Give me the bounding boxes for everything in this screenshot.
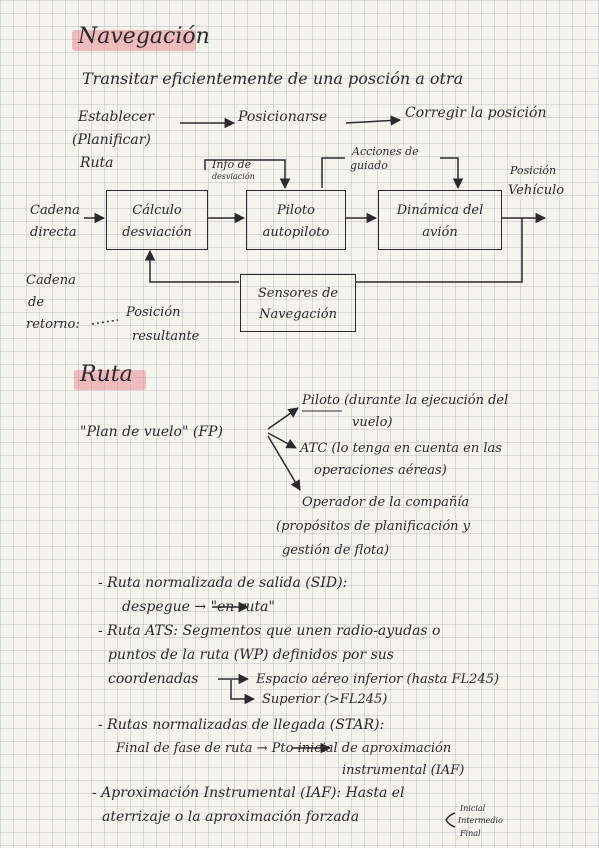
posicion-resultante-label-1: Posición [126,305,181,320]
cadena-retorno-label-3: retorno: [26,317,80,332]
box-calculo-line1: Cálculo [132,203,182,218]
iaf-line1: - Aproximación Instrumental (IAF): Hasta… [92,785,405,801]
flow-step1-line3: Ruta [80,155,114,171]
star-line1: - Rutas normalizadas de llegada (STAR): [98,717,385,733]
operador-line1: Operador de la compañía [302,495,470,510]
iaf-inicial: Inicial [460,804,486,813]
piloto-line2: vuelo) [352,415,393,430]
box-calculo-desviacion: Cálculo desviación [106,190,208,250]
ats-line1: - Ruta ATS: Segmentos que unen radio-ayu… [98,623,441,639]
cadena-retorno-label-1: Cadena [26,273,76,288]
info-desviacion-label-1: Info de [212,158,252,171]
star-line2: Final de fase de ruta → Pto inicial de a… [116,741,452,756]
box-sensores-line2: Navegación [259,307,337,322]
plan-de-vuelo: "Plan de vuelo" (FP) [80,424,223,440]
iaf-line2: aterrizaje o la aproximación forzada [102,809,360,825]
sid-line2: despegue → "en ruta" [122,599,275,615]
posicion-vehiculo-label-1: Posición [510,164,557,177]
posicion-vehiculo-label-2: Vehículo [508,183,565,198]
ats-line2: puntos de la ruta (WP) definidos por sus [108,647,394,663]
sid-line1: - Ruta normalizada de salida (SID): [98,575,348,591]
box-piloto-autopiloto: Piloto autopiloto [246,190,346,250]
flow-step1-line2: (Planificar) [72,132,151,148]
ruta-title: Ruta [80,362,133,387]
flow-step2: Posicionarse [238,109,328,125]
cadena-retorno-label-2: de [28,295,45,310]
box-sensores-navegacion: Sensores de Navegación [240,274,356,332]
cadena-directa-label-1: Cadena [30,203,80,218]
ruta-title-highlight [74,370,146,390]
posicion-resultante-label-2: resultante [132,329,200,344]
operador-line3: gestión de flota) [282,543,390,558]
flow-step1-line1: Establecer [78,109,154,125]
box-sensores-line1: Sensores de [257,286,339,301]
cadena-directa-label-2: directa [30,225,77,240]
iaf-intermedio: Intermedio [458,816,503,825]
star-line3: instrumental (IAF) [342,763,465,778]
box-piloto-line1: Piloto [277,203,315,218]
flow-step3: Corregir la posición [405,105,547,121]
acciones-guiado-label-2: guiado [350,159,388,172]
ats-line3: coordenadas [108,671,199,687]
atc-line2: operaciones aéreas) [314,463,447,478]
info-desviacion-label-2: desviación [212,172,255,181]
ats-superior: Superior (>FL245) [262,692,388,707]
box-dinamica-line2: avión [422,225,458,240]
box-piloto-line2: autopiloto [262,225,330,240]
box-dinamica-line1: Dinámica del [396,203,484,218]
box-dinamica-avion: Dinámica del avión [378,190,502,250]
ats-inferior: Espacio aéreo inferior (hasta FL245) [256,672,500,687]
atc-line1: ATC (lo tenga en cuenta en las [300,441,502,456]
operador-line2: (propósitos de planificación y [276,519,470,534]
box-calculo-line2: desviación [122,225,192,240]
navegacion-title: Navegación [78,24,210,49]
title-highlight [72,30,196,51]
acciones-guiado-label-1: Acciones de [352,145,419,158]
piloto-line1: Piloto (durante la ejecución del [302,393,509,408]
iaf-final: Final [460,829,481,838]
navegacion-definition: Transitar eficientemente de una posción … [82,69,464,88]
